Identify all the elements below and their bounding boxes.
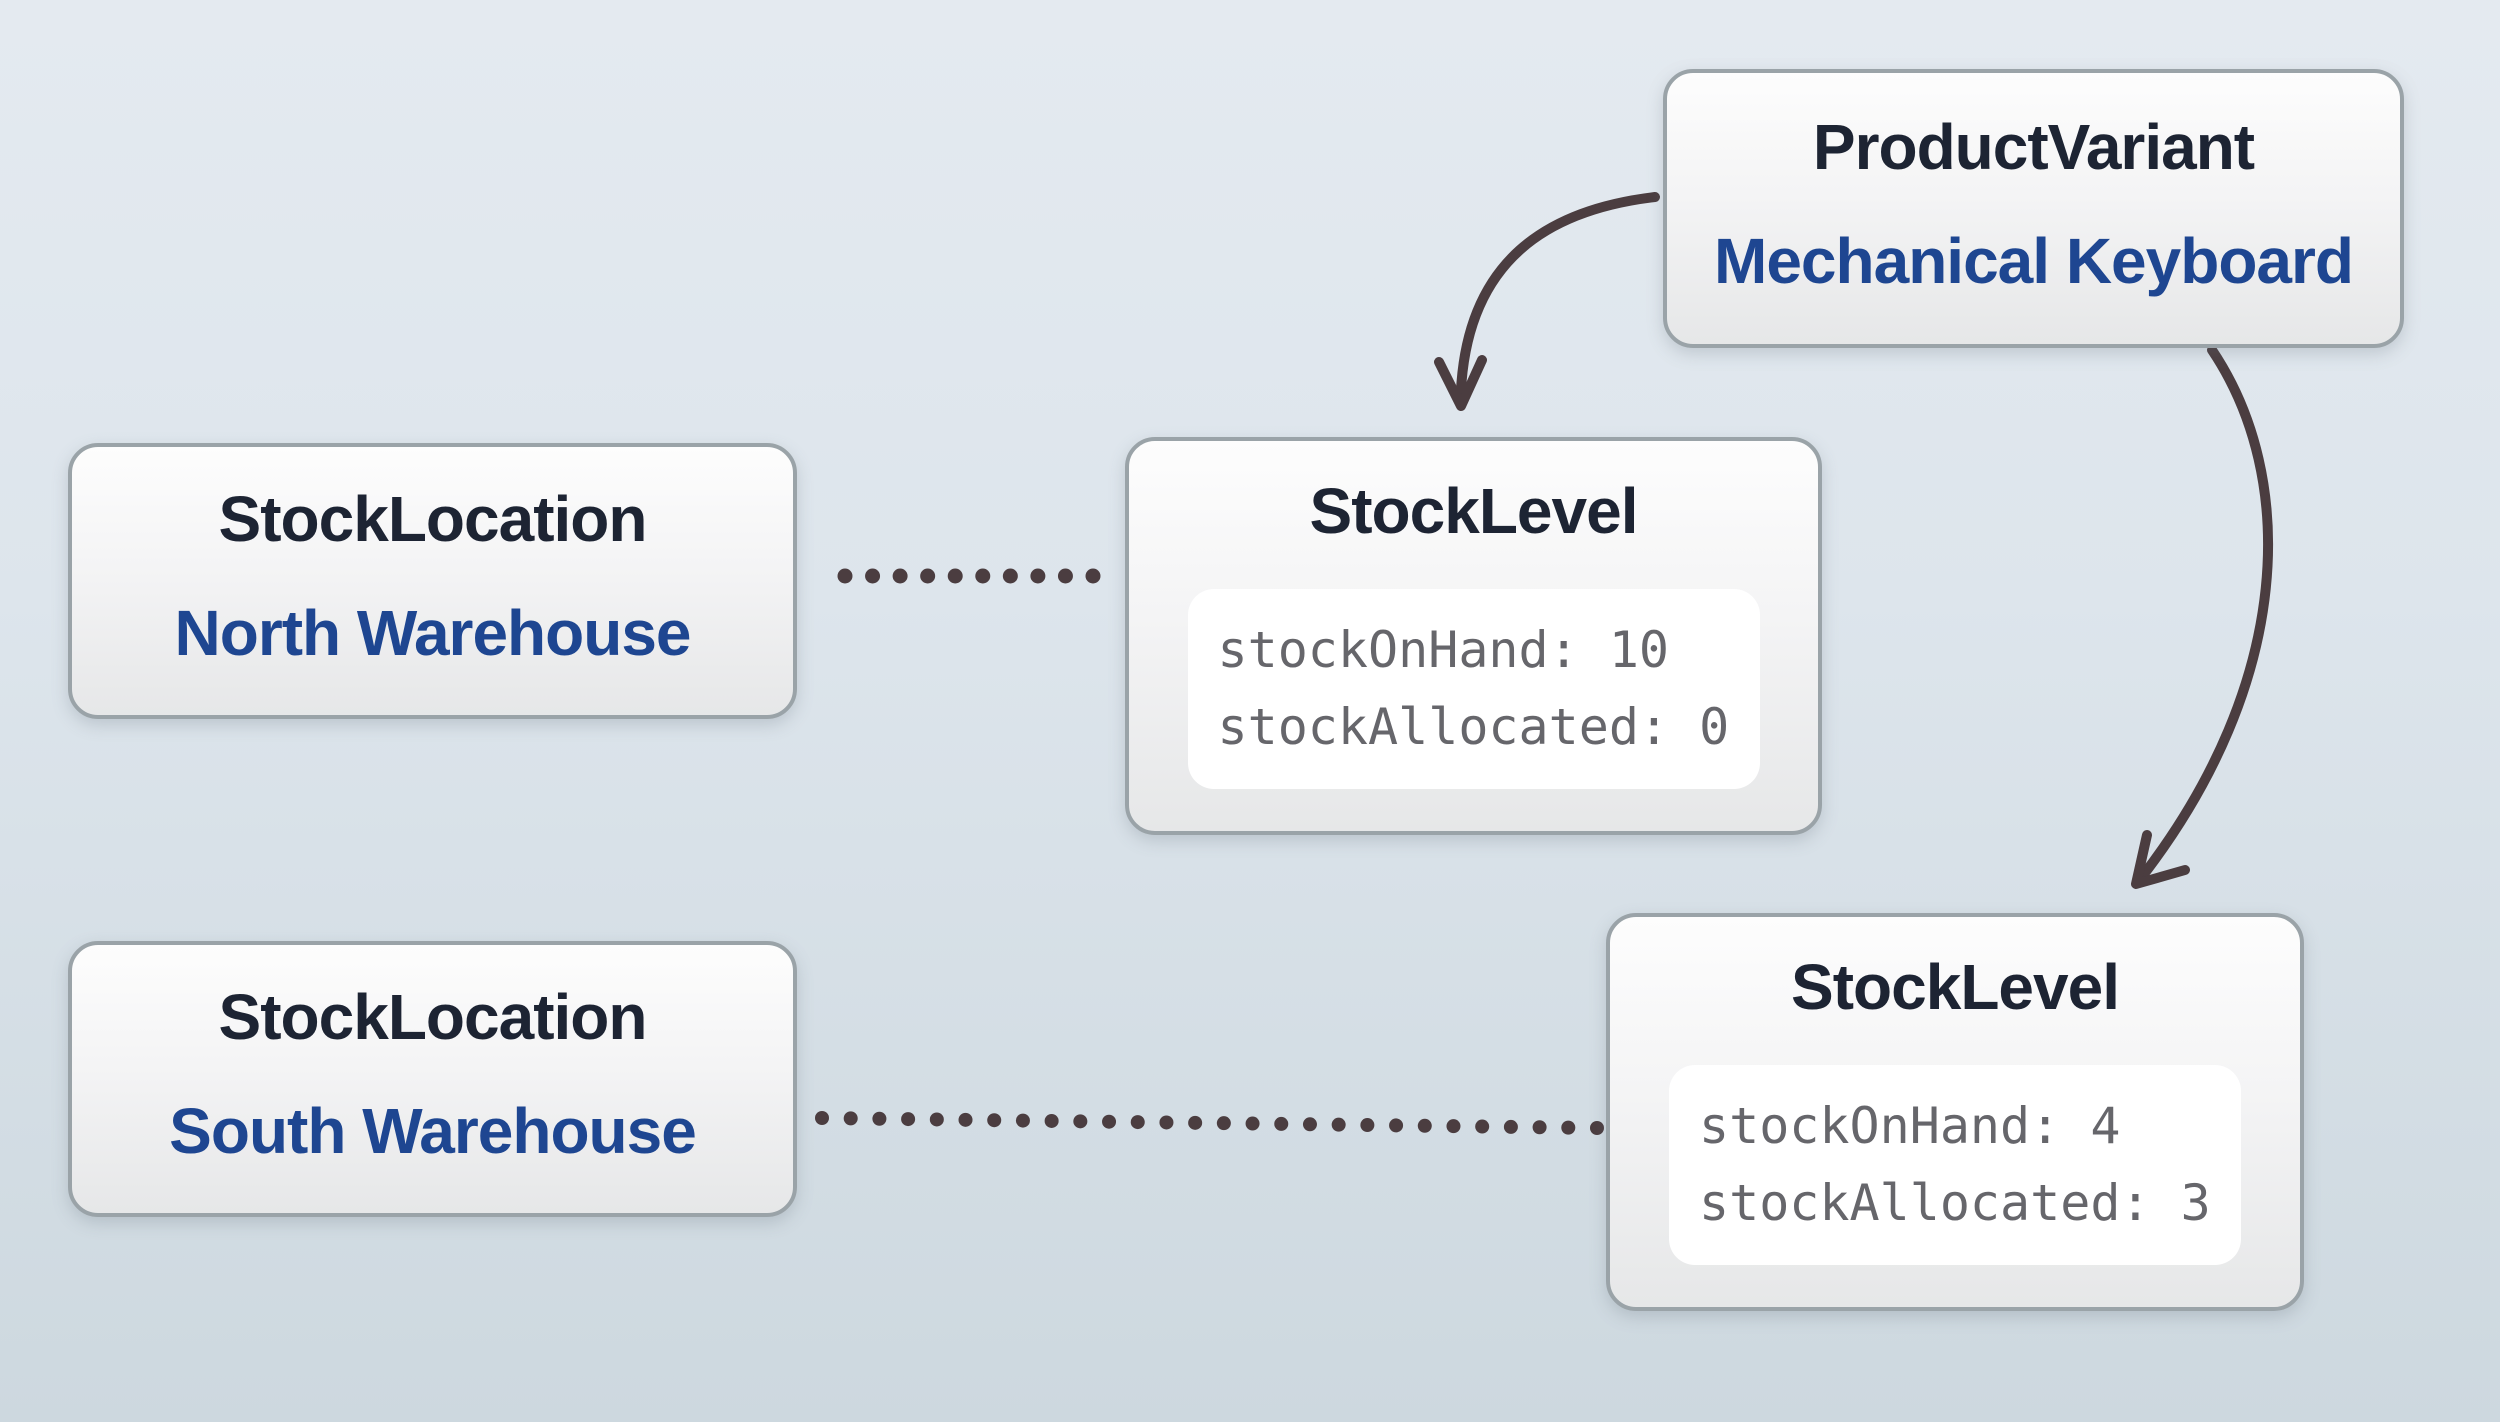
link-dot (1417, 1118, 1432, 1133)
stock-fields-panel: stockOnHand: 4 stockAllocated: 3 (1669, 1065, 2241, 1265)
link-dot (901, 1112, 916, 1127)
link-dot (958, 1112, 973, 1127)
link-dot (843, 1111, 858, 1126)
link-dot (947, 568, 963, 584)
link-dot (1331, 1117, 1346, 1132)
link-dot (1002, 568, 1018, 584)
entity-type-label: StockLocation (218, 981, 648, 1053)
link-dot (1302, 1117, 1317, 1132)
link-dot (1245, 1116, 1260, 1131)
entity-type-label: StockLevel (1791, 951, 2120, 1023)
link-dot (1475, 1119, 1490, 1134)
dotted-link-north-warehouse-to-stocklevel (837, 568, 1101, 584)
link-dot (1216, 1116, 1231, 1131)
link-dot (865, 568, 881, 584)
link-dot (1389, 1118, 1404, 1133)
node-product-variant: ProductVariant Mechanical Keyboard (1663, 69, 2404, 348)
link-dot (1085, 568, 1101, 584)
node-stock-level-north: StockLevel stockOnHand: 10 stockAllocate… (1125, 437, 1822, 835)
entity-instance-label: Mechanical Keyboard (1714, 224, 2354, 297)
field-stock-on-hand: stockOnHand: 10 (1217, 621, 1670, 679)
link-dot (1130, 1115, 1145, 1130)
link-dot (1274, 1116, 1289, 1131)
dotted-link-south-warehouse-to-stocklevel (815, 1111, 1604, 1135)
stock-fields-panel: stockOnHand: 10 stockAllocated: 0 (1187, 589, 1760, 789)
link-dot (987, 1113, 1002, 1128)
link-dot (1073, 1114, 1088, 1129)
link-dot (815, 1111, 829, 1125)
link-dot (892, 568, 908, 584)
link-dot (872, 1111, 887, 1126)
entity-type-label: StockLocation (218, 483, 648, 555)
link-dot (1159, 1115, 1174, 1130)
node-stock-location-south: StockLocation South Warehouse (68, 941, 797, 1217)
link-dot (920, 568, 936, 584)
field-stock-allocated: stockAllocated: 3 (1699, 1174, 2211, 1232)
arrow-productvariant-to-stocklevel-north (1456, 192, 1660, 395)
entity-instance-label: South Warehouse (169, 1095, 697, 1167)
link-dot (1360, 1118, 1375, 1133)
link-dot (1030, 568, 1046, 584)
node-stock-location-north: StockLocation North Warehouse (68, 443, 797, 719)
entity-type-label: StockLevel (1309, 475, 1639, 547)
link-dot (1590, 1121, 1604, 1135)
entity-instance-label: North Warehouse (174, 597, 692, 669)
link-dot (1532, 1120, 1547, 1135)
link-dot (1044, 1113, 1059, 1128)
arrowhead-stocklevel-north (1434, 355, 1487, 411)
link-dot (929, 1112, 944, 1127)
link-dot (1446, 1119, 1461, 1134)
entity-type-label: ProductVariant (1812, 110, 2255, 183)
arrowhead-stocklevel-south (2131, 830, 2190, 889)
link-dot (837, 568, 853, 584)
link-dot (1102, 1114, 1117, 1129)
link-dot (1057, 568, 1073, 584)
link-dot (975, 568, 991, 584)
node-stock-level-south: StockLevel stockOnHand: 4 stockAllocated… (1606, 913, 2304, 1311)
link-dot (1188, 1115, 1203, 1130)
link-dot (1561, 1120, 1576, 1135)
arrow-productvariant-to-stocklevel-south (2136, 345, 2273, 883)
link-dot (1015, 1113, 1030, 1128)
link-dot (1503, 1119, 1518, 1134)
field-stock-allocated: stockAllocated: 0 (1217, 698, 1730, 756)
field-stock-on-hand: stockOnHand: 4 (1699, 1097, 2121, 1155)
